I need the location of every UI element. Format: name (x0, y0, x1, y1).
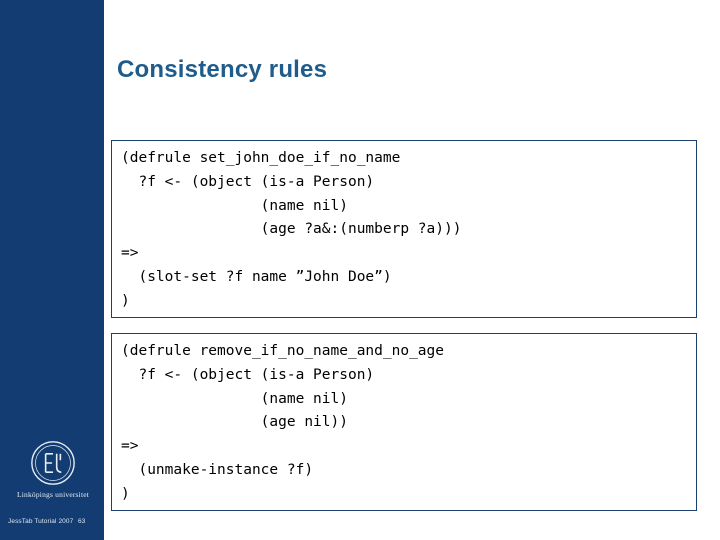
code-text: (defrule remove_if_no_name_and_no_age ?f… (121, 343, 445, 502)
sidebar-fill (0, 0, 104, 540)
footer-left-text: JessTab Tutorial 2007 (8, 518, 74, 525)
code-text: (defrule set_john_doe_if_no_name ?f <- (… (121, 150, 462, 309)
university-logo: Linköpings universitet (10, 440, 96, 499)
sidebar-decoration (0, 0, 104, 540)
university-logo-text: Linköpings universitet (16, 490, 90, 499)
footer-page-number: 63 (78, 518, 86, 525)
page-title: Consistency rules (117, 56, 328, 83)
liu-seal-icon (31, 441, 75, 485)
code-block-set-john-doe: (defrule set_john_doe_if_no_name ?f <- (… (111, 140, 697, 318)
code-block-remove-if-no-name-and-no-age: (defrule remove_if_no_name_and_no_age ?f… (111, 333, 697, 511)
